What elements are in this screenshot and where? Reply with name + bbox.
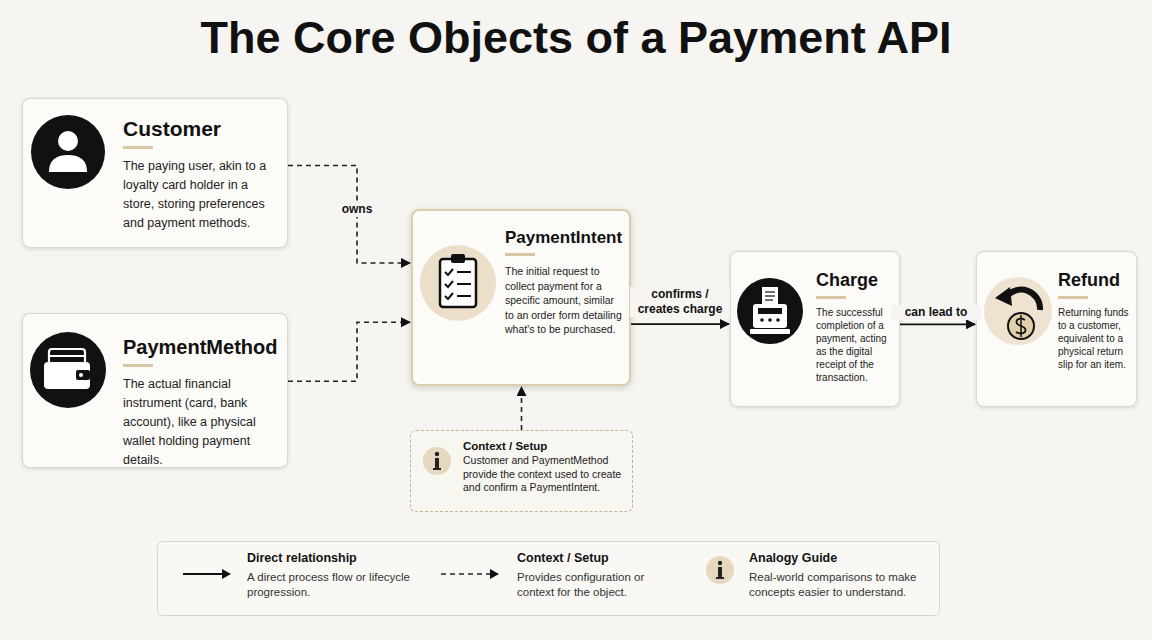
node-heading: PaymentMethod bbox=[123, 335, 281, 359]
legend-text: Direct relationship bbox=[247, 551, 357, 565]
node-heading: Customer bbox=[123, 116, 279, 141]
node-heading: Charge bbox=[816, 269, 896, 291]
legend-info-icon bbox=[706, 556, 734, 584]
legend-dashed-arrow bbox=[441, 569, 499, 579]
node-heading: Refund bbox=[1058, 269, 1133, 291]
legend-text: Context / Setup bbox=[517, 551, 609, 565]
legend-description: A direct process flow or lifecycle progr… bbox=[247, 570, 422, 600]
node-heading: Context / Setup bbox=[463, 439, 626, 453]
flow-connector bbox=[900, 323, 975, 325]
node-heading: PaymentIntent bbox=[505, 228, 625, 248]
node-body: The successful completion of a payment, … bbox=[816, 306, 896, 384]
object-card: RefundReturning funds to a customer, equ… bbox=[976, 251, 1137, 407]
object-card: ChargeThe successful completion of a pay… bbox=[730, 251, 900, 407]
object-card: PaymentMethodThe actual financial instru… bbox=[22, 313, 288, 468]
edge-label: confirms / creates charge bbox=[630, 287, 730, 317]
note-box: Context / SetupCustomer and PaymentMetho… bbox=[410, 430, 633, 512]
edge-label: owns bbox=[335, 202, 379, 217]
object-card: PaymentIntentThe initial request to coll… bbox=[411, 209, 631, 386]
node-body: The actual financial instrument (card, b… bbox=[123, 375, 281, 470]
heading-rule bbox=[1058, 296, 1088, 299]
legend-description: Provides configuration or context for th… bbox=[517, 570, 682, 600]
heading-rule bbox=[505, 253, 535, 256]
legend-description: Real-world comparisons to make concepts … bbox=[749, 570, 919, 600]
context-connector bbox=[288, 166, 410, 263]
legend-solid-arrow bbox=[183, 569, 231, 579]
heading-rule bbox=[816, 296, 846, 299]
diagram-title: The Core Objects of a Payment API bbox=[0, 12, 1152, 64]
node-body: The paying user, akin to a loyalty card … bbox=[123, 157, 279, 233]
heading-rule bbox=[123, 364, 153, 367]
node-body: Returning funds to a customer, equivalen… bbox=[1058, 306, 1133, 371]
edge-label: can lead to bbox=[891, 305, 981, 320]
context-connector bbox=[288, 322, 410, 381]
node-body: The initial request to collect payment f… bbox=[505, 264, 625, 337]
flow-connector bbox=[631, 323, 729, 325]
legend-text: Analogy Guide bbox=[749, 551, 837, 565]
object-card: CustomerThe paying user, akin to a loyal… bbox=[22, 98, 288, 248]
heading-rule bbox=[123, 146, 153, 149]
context-connector bbox=[521, 387, 523, 430]
node-body: Customer and PaymentMethod provide the c… bbox=[463, 454, 626, 495]
